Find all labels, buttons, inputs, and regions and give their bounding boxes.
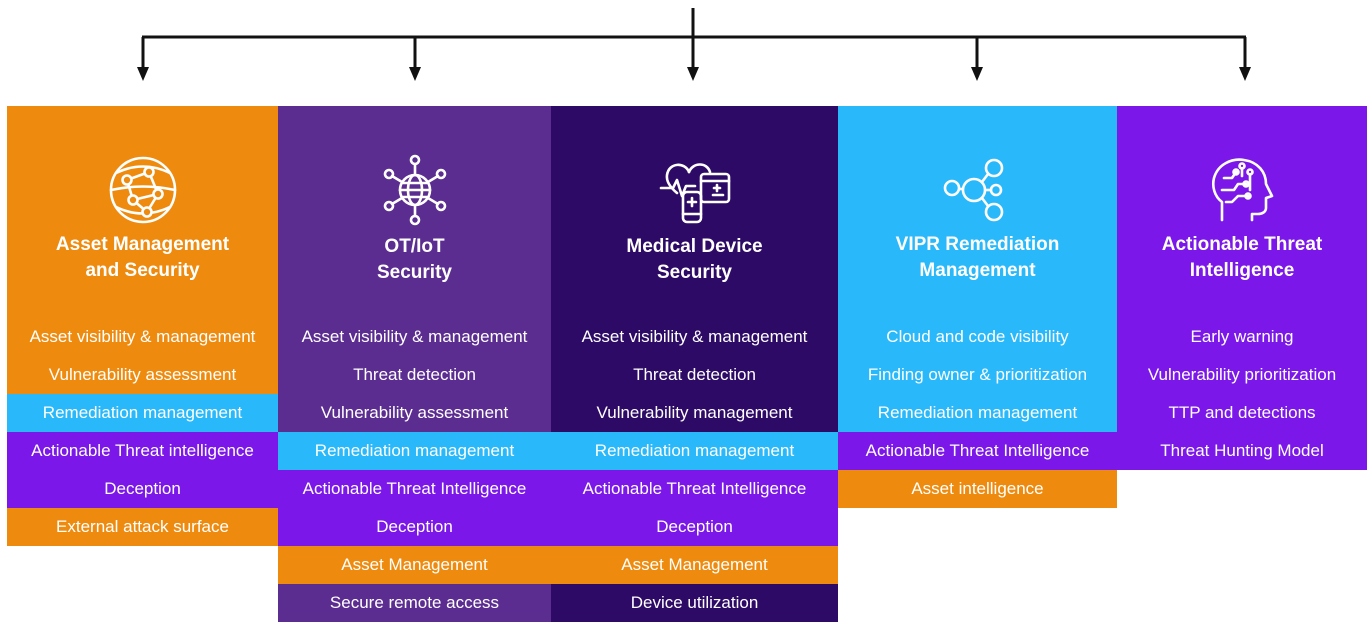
capability-item: Remediation management: [551, 432, 838, 470]
capability-item: Actionable Threat Intelligence: [278, 470, 551, 508]
column-title: Asset Management and Security: [7, 232, 278, 284]
capability-item: Secure remote access: [278, 584, 551, 622]
ai-head-circuit-icon: [1211, 158, 1274, 222]
capability-item: Asset Management: [278, 546, 551, 584]
arrow-down-icon: [687, 67, 699, 81]
capability-item: Asset intelligence: [838, 470, 1117, 508]
capability-item: Early warning: [1117, 318, 1367, 356]
capability-item: Asset visibility & management: [278, 318, 551, 356]
column-title-line: Security: [657, 262, 732, 283]
capability-item: Asset Management: [551, 546, 838, 584]
capability-item: Device utilization: [551, 584, 838, 622]
capability-item: Deception: [7, 470, 278, 508]
capability-item: Deception: [551, 508, 838, 546]
capability-item: Finding owner & prioritization: [838, 356, 1117, 394]
capability-item: Remediation management: [7, 394, 278, 432]
molecule-nodes-icon: [943, 158, 1003, 222]
column-vipr-remediation: VIPR Remediation Management Cloud and co…: [838, 106, 1117, 508]
capability-list: Cloud and code visibility Finding owner …: [838, 318, 1117, 508]
column-header: Asset Management and Security: [7, 106, 278, 318]
column-title-line: VIPR Remediation: [895, 234, 1060, 255]
capability-item: Asset visibility & management: [7, 318, 278, 356]
column-header: OT/IoT Security: [278, 106, 551, 318]
column-title-line: Management: [919, 260, 1036, 281]
capability-item: TTP and detections: [1117, 394, 1367, 432]
capability-item: Remediation management: [278, 432, 551, 470]
column-title: Medical Device Security: [551, 234, 838, 286]
column-header: Medical Device Security: [551, 106, 838, 318]
capability-item: Vulnerability prioritization: [1117, 356, 1367, 394]
column-title-line: OT/IoT: [384, 236, 445, 257]
arrow-down-icon: [971, 67, 983, 81]
arrow-down-icon: [1239, 67, 1251, 81]
column-header: Actionable Threat Intelligence: [1117, 106, 1367, 318]
capability-item: External attack surface: [7, 508, 278, 546]
capability-item: Vulnerability assessment: [7, 356, 278, 394]
column-header: VIPR Remediation Management: [838, 106, 1117, 318]
column-title-line: Medical Device: [626, 236, 763, 257]
network-globe-icon: [109, 156, 176, 224]
capability-item: Vulnerability assessment: [278, 394, 551, 432]
capability-item: Threat detection: [551, 356, 838, 394]
column-title-line: and Security: [85, 260, 200, 281]
capability-item: Threat detection: [278, 356, 551, 394]
arrow-down-icon: [409, 67, 421, 81]
capability-item: Remediation management: [838, 394, 1117, 432]
capability-list: Asset visibility & management Vulnerabil…: [7, 318, 278, 546]
capability-item: Cloud and code visibility: [838, 318, 1117, 356]
capability-list: Early warning Vulnerability prioritizati…: [1117, 318, 1367, 470]
capability-list: Asset visibility & management Threat det…: [278, 318, 551, 622]
capability-item: Asset visibility & management: [551, 318, 838, 356]
column-title: OT/IoT Security: [278, 234, 551, 286]
column-title-line: Security: [377, 262, 452, 283]
medical-heart-device-icon: [659, 163, 730, 224]
capability-item: Actionable Threat intelligence: [7, 432, 278, 470]
iot-globe-hub-icon: [383, 154, 446, 226]
column-title: VIPR Remediation Management: [838, 232, 1117, 284]
arrow-down-icon: [137, 67, 149, 81]
column-title-line: Actionable Threat: [1161, 234, 1323, 255]
column-title-line: Asset Management: [55, 234, 230, 255]
capability-list: Asset visibility & management Threat det…: [551, 318, 838, 622]
column-title: Actionable Threat Intelligence: [1117, 232, 1367, 284]
capability-item: Threat Hunting Model: [1117, 432, 1367, 470]
hierarchy-connector: [137, 8, 1251, 81]
column-title-line: Intelligence: [1189, 260, 1295, 281]
capability-item: Vulnerability management: [551, 394, 838, 432]
capability-item: Deception: [278, 508, 551, 546]
capability-item: Actionable Threat Intelligence: [551, 470, 838, 508]
column-asset-management: Asset Management and Security Asset visi…: [7, 106, 278, 546]
column-medical-device: Medical Device Security Asset visibility…: [551, 106, 838, 622]
column-ot-iot: OT/IoT Security Asset visibility & manag…: [278, 106, 551, 622]
capability-item: Actionable Threat Intelligence: [838, 432, 1117, 470]
column-threat-intelligence: Actionable Threat Intelligence Early war…: [1117, 106, 1367, 470]
